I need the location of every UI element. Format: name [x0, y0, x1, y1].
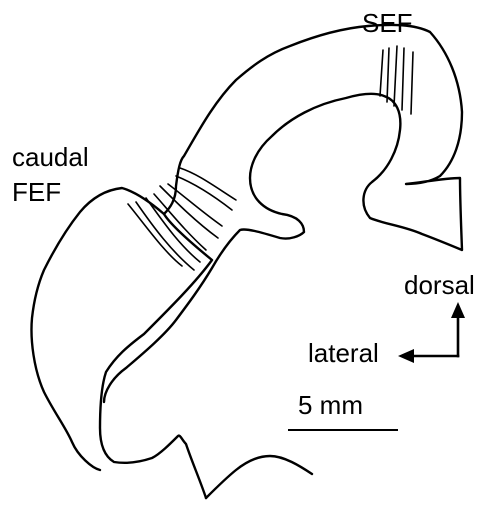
dorsal-label: dorsal	[404, 270, 475, 300]
lateral-arrow-icon	[398, 349, 414, 363]
orientation-axes	[398, 302, 465, 363]
caudal-label: caudal	[12, 142, 89, 172]
tissue-outline	[100, 25, 462, 498]
fef-label: FEF	[12, 177, 61, 207]
sef-electrode-tracks	[380, 46, 413, 114]
tissue-outline-bottom	[206, 456, 312, 498]
fef-track	[180, 168, 236, 200]
sef-track	[411, 52, 413, 114]
fef-track	[176, 176, 232, 210]
dorsal-arrow-icon	[451, 302, 465, 318]
sef-track	[402, 48, 404, 110]
fef-track	[146, 198, 200, 262]
sef-track	[380, 50, 383, 96]
lateral-label: lateral	[308, 338, 379, 368]
sef-track	[387, 48, 389, 102]
sef-label: SEF	[362, 8, 413, 38]
tissue-outline-left-lobe	[32, 188, 165, 470]
scale-label: 5 mm	[298, 390, 363, 420]
sef-track	[394, 46, 397, 106]
